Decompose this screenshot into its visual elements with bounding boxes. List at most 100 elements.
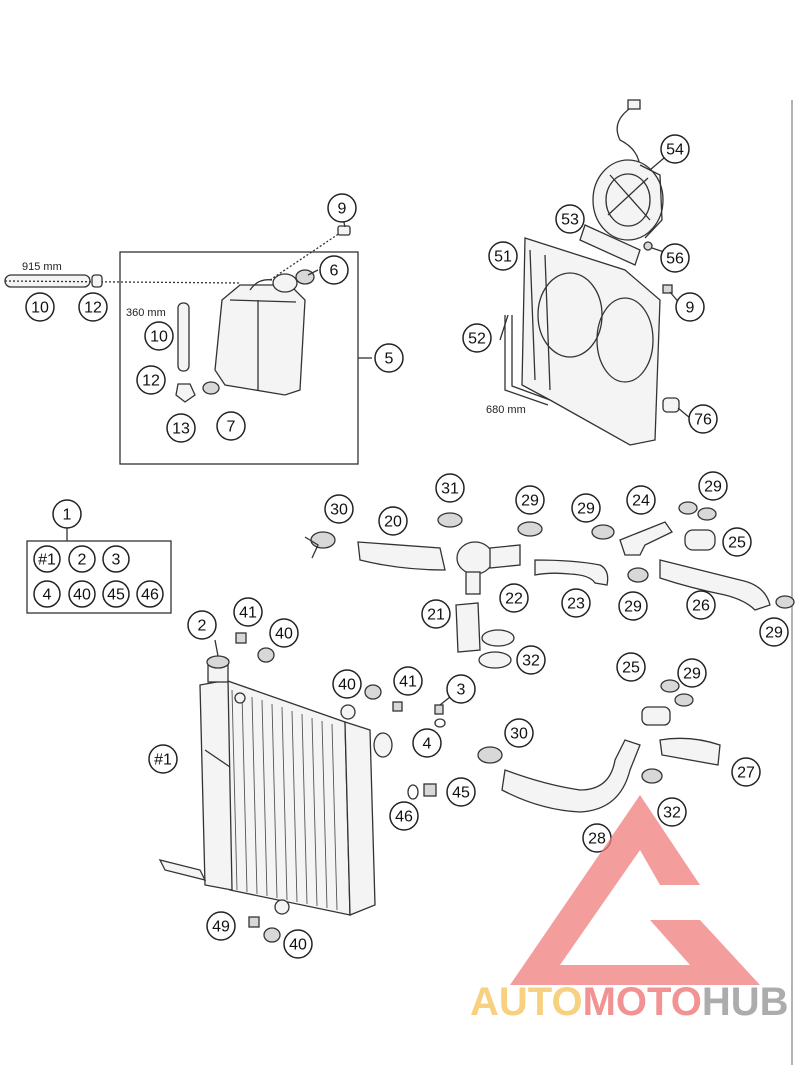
callout-circle [657,797,687,827]
callout-number: 28 [588,831,606,848]
callout-number: 26 [692,598,710,615]
callout-circle [515,485,545,515]
callout-circle [378,506,408,536]
callout-c7: 7 [216,411,246,441]
callout-circle [698,471,728,501]
callout-circle [206,911,236,941]
clamp-ring [295,269,315,285]
callout-circle [327,193,357,223]
kit-item-circle [136,580,164,608]
callout-c29d: 29 [618,591,648,621]
callout-c30b: 30 [504,718,534,748]
kit-item: 40 [68,580,96,608]
callout-c53: 53 [555,204,585,234]
callout-circle [561,588,591,618]
callout-circle [233,597,263,627]
callout-c12b: 12 [136,365,166,395]
callout-c9a: 9 [327,193,357,223]
callout-circle [446,777,476,807]
callout-c25b: 25 [616,652,646,682]
callout-number: 45 [452,785,470,802]
callout-c6: 6 [319,255,349,285]
callout-number: 41 [239,605,257,622]
callout-number: #1 [154,752,172,769]
callout-number: 27 [737,765,755,782]
callout-c41a: 41 [233,597,263,627]
callout-number: 56 [666,251,684,268]
tank-cap [272,273,298,293]
kit-item-circle [102,580,130,608]
fan-shroud [521,237,661,446]
callout-circle [421,599,451,629]
callout-c30a: 30 [324,494,354,524]
callout-circle [677,658,707,688]
callout-c23: 23 [561,588,591,618]
callout-circle [660,243,690,273]
callout-number: 23 [567,596,585,613]
callout-c10a: 10 [25,292,55,322]
callout-c41b: 41 [393,666,423,696]
callout-c12a: 12 [78,292,108,322]
hoses-lower [477,679,721,813]
callout-number: 76 [694,412,712,429]
callout-c2: 2 [187,610,217,640]
callout-circle [324,494,354,524]
callout-number: 54 [666,142,684,159]
callout-circle [52,499,82,529]
callout-circle [269,618,299,648]
callout-c13: 13 [166,413,196,443]
kit-item-circle [102,545,130,573]
callout-number: 29 [577,501,595,518]
fan-assembly: 680 mm [486,99,680,446]
callout-circle [488,241,518,271]
callout-c32a: 32 [516,645,546,675]
callout-c56: 56 [660,243,690,273]
callout-number: 49 [212,919,230,936]
callout-c40a: 40 [269,618,299,648]
callout-number: 25 [728,535,746,552]
fitting [175,383,196,403]
kit-item: 46 [136,580,164,608]
callout-c26: 26 [686,590,716,620]
kit-item: 3 [102,545,130,573]
callout-circle [759,617,789,647]
drain-hose-length: 680 mm [486,404,526,416]
callout-circle [504,718,534,748]
callout-circle [722,527,752,557]
callout-number: 41 [399,674,417,691]
callout-number: 46 [395,809,413,826]
kit-item-number: #1 [38,552,56,569]
callout-number: 12 [84,300,102,317]
callout-circle [462,323,492,353]
callout-circle [136,365,166,395]
callout-number: 4 [423,736,432,753]
expansion-tank-group: 915 mm 360 mm [4,225,372,465]
callout-circle [731,757,761,787]
bolt [337,225,351,236]
callout-c76: 76 [688,404,718,434]
watermark-auto: AUTO [470,980,583,1024]
callout-c10b: 10 [144,321,174,351]
callout-circle [332,669,362,699]
callout-circle [25,292,55,322]
callout-circle [446,674,476,704]
callout-number: 30 [510,726,528,743]
callout-circle [626,485,656,515]
callout-number: 6 [330,263,339,280]
radiator [158,655,393,916]
callout-number: 30 [330,502,348,519]
kit-item-circle [68,545,96,573]
kit-item-number: 46 [141,587,159,604]
callout-number: 9 [686,300,695,317]
callout-c1: 1 [52,499,82,529]
callout-number: 40 [338,677,356,694]
short-hose [177,302,190,372]
callout-number: 29 [683,666,701,683]
callout-c3: 3 [446,674,476,704]
kit-item-number: 2 [78,552,87,569]
callout-number: 21 [427,607,445,624]
cover-plate [579,224,641,266]
callout-c51: 51 [488,241,518,271]
